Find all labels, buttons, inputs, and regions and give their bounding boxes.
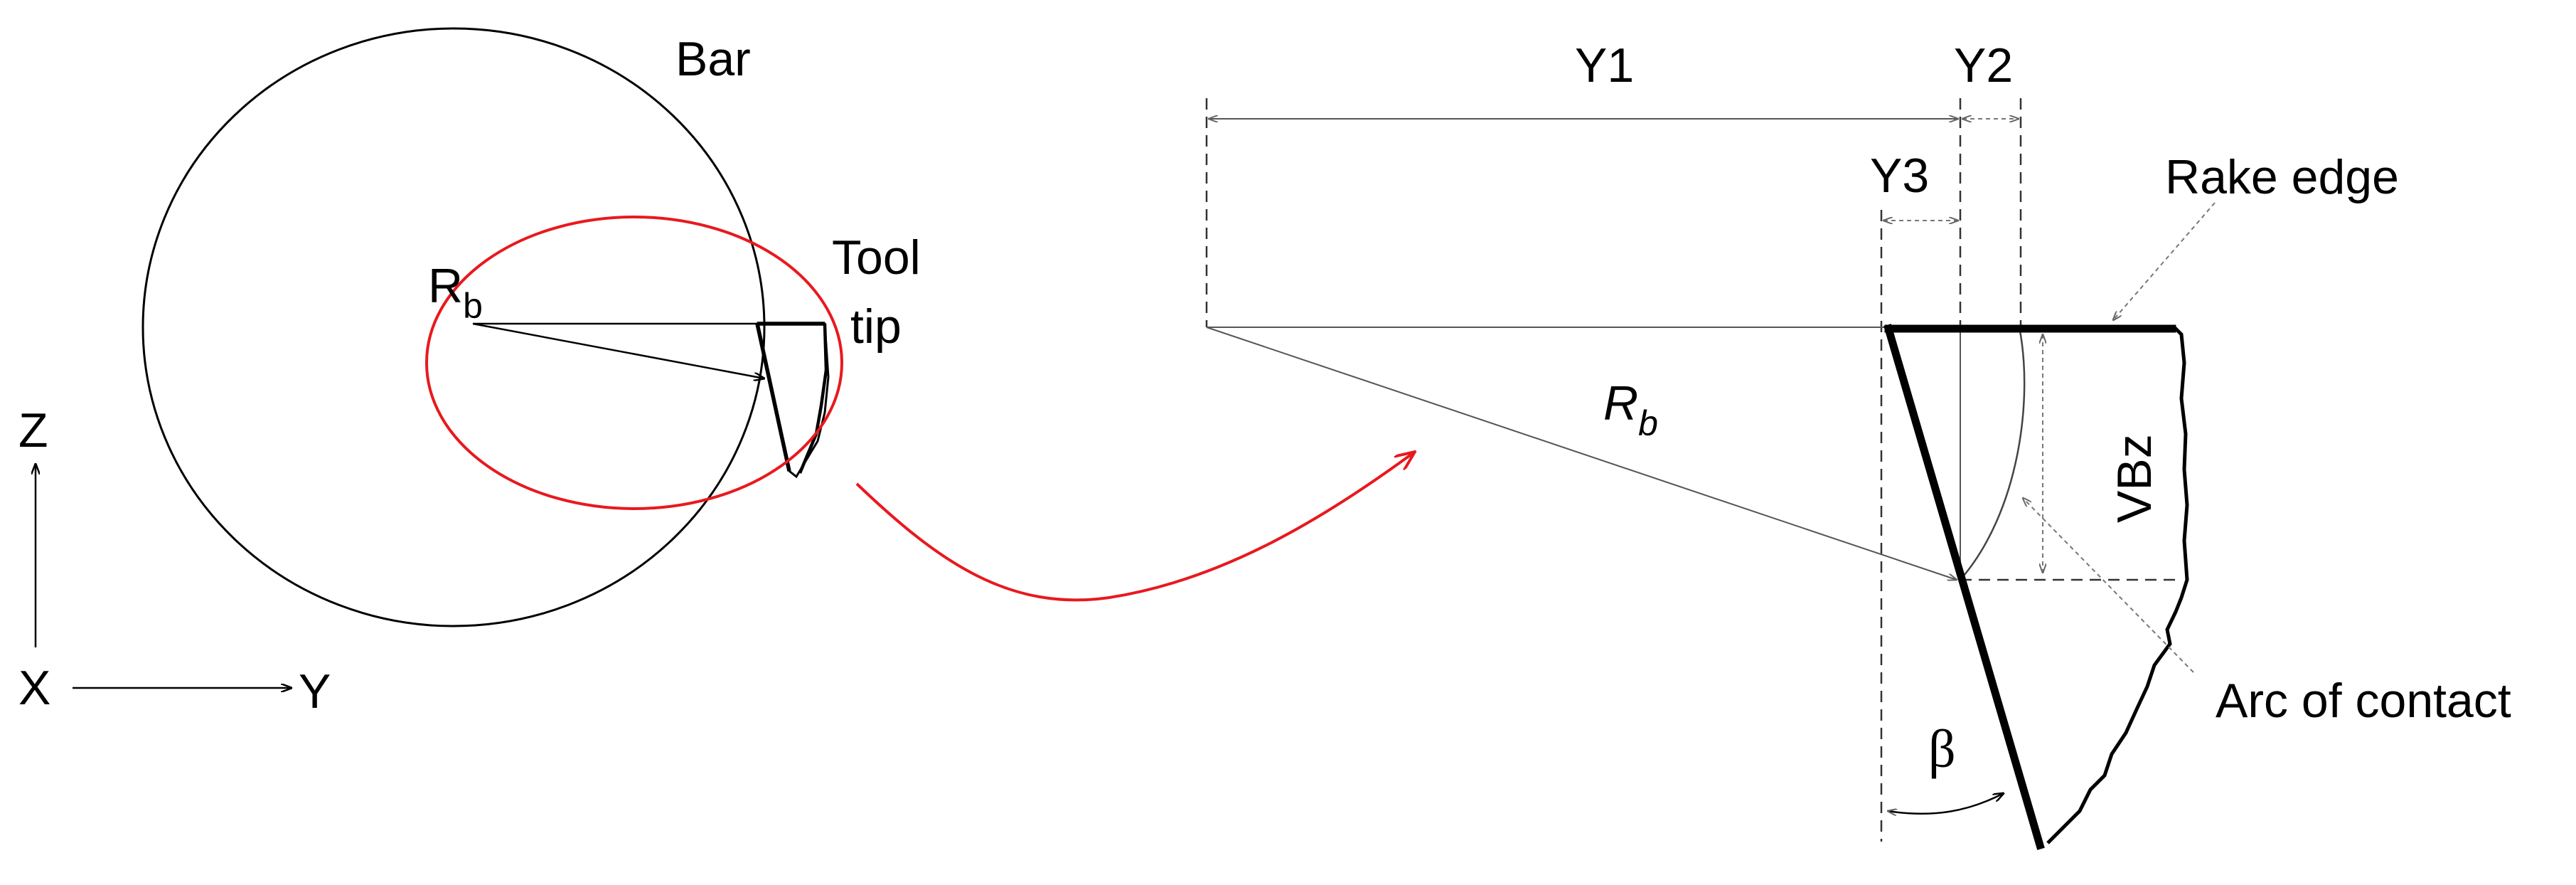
rb-right-sub: b — [1638, 403, 1658, 443]
axis-z-label: Z — [18, 403, 48, 457]
zoom-arrow — [855, 452, 1415, 602]
bar-circle — [141, 27, 766, 627]
flank-edge-line — [1883, 324, 2045, 850]
y3-label: Y3 — [1870, 149, 1929, 203]
tool-label-line1: Tool — [832, 230, 921, 285]
coordinate-axes — [36, 464, 292, 688]
tool-tip-flank-small — [755, 323, 791, 472]
contact-arc — [1960, 327, 2026, 581]
vbz-label: VBz — [2107, 434, 2161, 523]
axis-x-label: X — [18, 661, 50, 715]
bar-cross-section — [141, 27, 1415, 627]
y1-label: Y1 — [1575, 38, 1634, 92]
tool-tip-outline-small — [756, 322, 830, 479]
axis-y-label: Y — [299, 664, 331, 719]
tool-back-edge — [2046, 326, 2189, 844]
rb-left-label: Rb — [428, 259, 483, 326]
y2-label: Y2 — [1954, 38, 2013, 92]
rake-edge-leader — [2113, 202, 2216, 320]
beta-label: β — [1928, 719, 1956, 779]
rb-left-sub: b — [463, 286, 483, 326]
arc-contact-leader — [2023, 498, 2194, 673]
zoom-region-ellipse — [425, 216, 843, 510]
tool-tip-back-small — [798, 323, 828, 474]
rb-right-label: Rb — [1603, 376, 1658, 443]
arc-of-contact-label: Arc of contact — [2216, 674, 2511, 728]
tool-label-line2: tip — [850, 300, 902, 354]
rb-right-main: R — [1603, 376, 1638, 430]
rb-left-main: R — [428, 259, 463, 313]
bar-label: Bar — [675, 32, 751, 86]
zoomed-detail — [1205, 98, 2216, 850]
radius-rb-zoom — [1206, 327, 1957, 580]
beta-angle-arc — [1888, 793, 2004, 814]
rake-edge-label: Rake edge — [2165, 150, 2399, 204]
radius-to-contact — [472, 322, 764, 378]
